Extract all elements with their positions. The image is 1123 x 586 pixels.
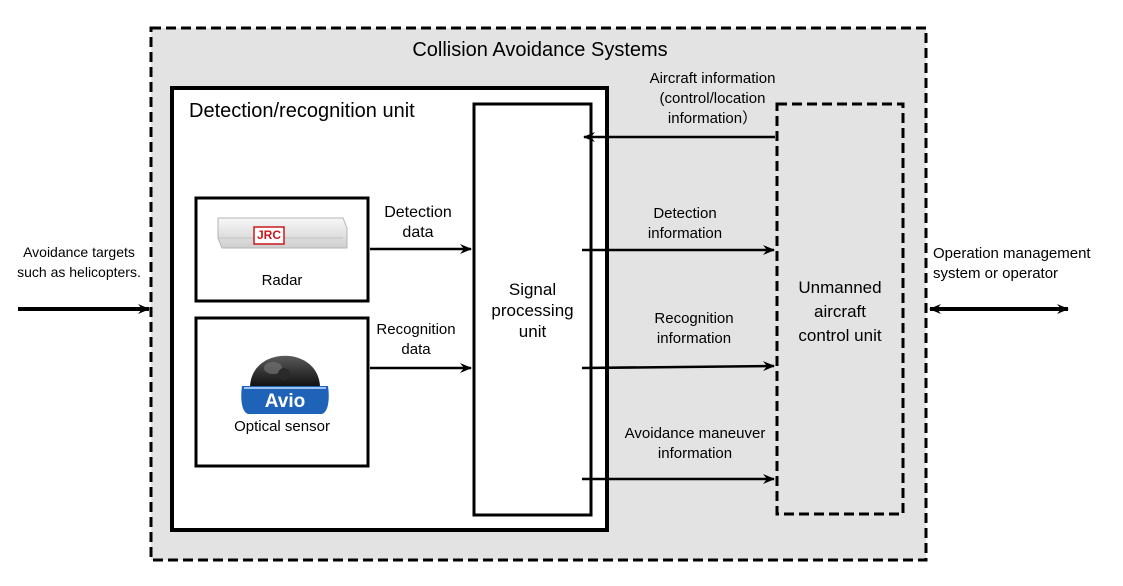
radar-logo: JRC: [256, 228, 281, 242]
recognition-information-arrow: [581, 361, 775, 372]
optical-sensor-label: Optical sensor: [234, 418, 330, 435]
radar-box: [194, 196, 370, 303]
avoidance-maneuver-label: Avoidance maneuver information: [624, 425, 766, 462]
system-title: Collision Avoidance Systems: [412, 39, 668, 61]
aircraft-information-label: Aircraft information (control/location i…: [649, 70, 776, 127]
radar-image: [217, 217, 348, 249]
unmanned-aircraft-control-unit-label: Unmanned aircraft control unit: [798, 278, 882, 345]
signal-processing-unit-label: Signal processing unit: [491, 280, 574, 341]
detection-information-label: Detection information: [647, 205, 723, 242]
optical-sensor-image: [241, 355, 329, 414]
unmanned-aircraft-control-unit-box: [775, 102, 905, 516]
radar-label: Radar: [261, 272, 303, 289]
detection-data-label: Detection data: [384, 204, 452, 241]
detection-unit-title: Detection/recognition unit: [189, 100, 415, 122]
signal-processing-unit-box: [472, 102, 593, 517]
recognition-data-label: Recognition data: [376, 321, 456, 358]
optical-sensor-logo: Avio: [264, 391, 306, 412]
external-input-label: Avoidance targets such as helicopters.: [17, 244, 141, 280]
external-output-label: Operation management system or operator: [933, 245, 1091, 282]
recognition-information-label: Recognition information: [654, 310, 734, 347]
